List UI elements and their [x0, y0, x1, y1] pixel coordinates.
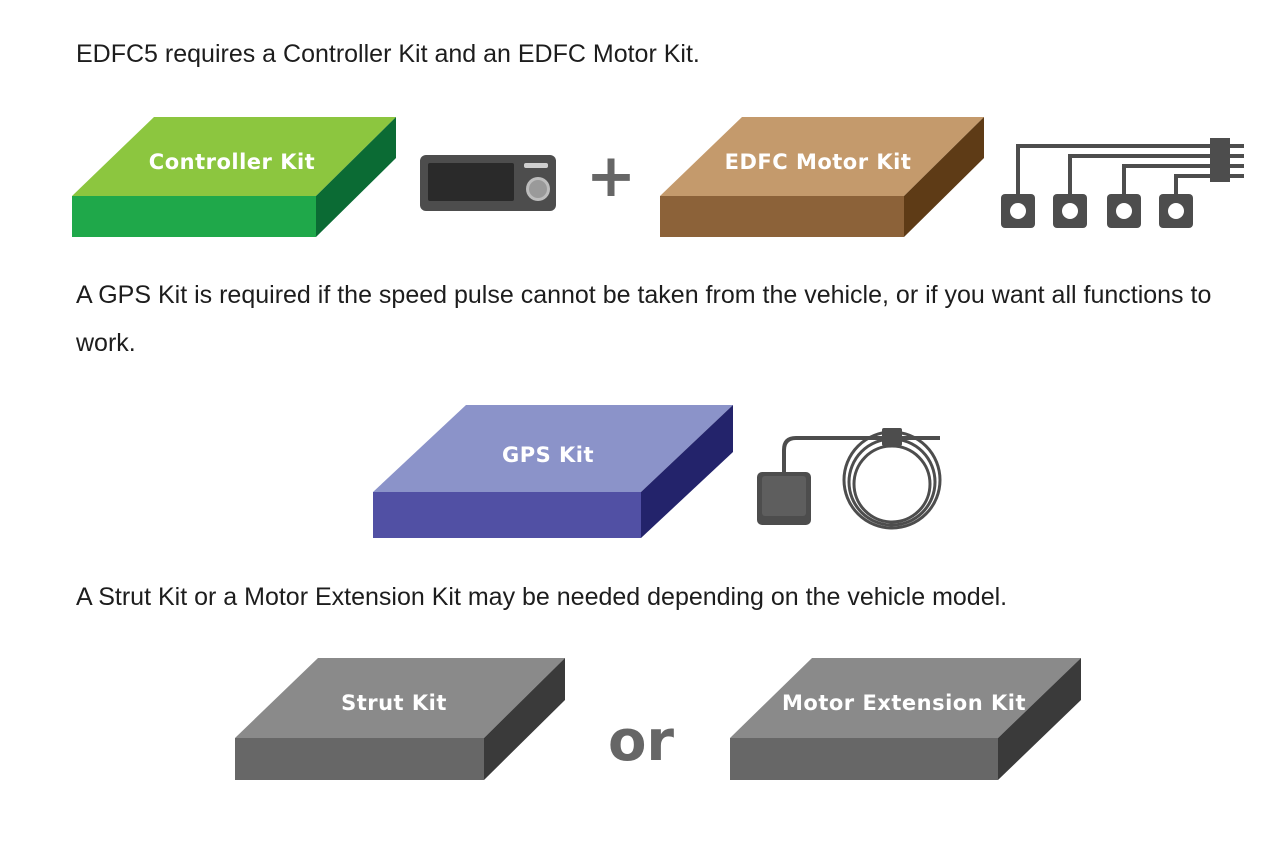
- strut-kit-label: Strut Kit: [341, 691, 447, 715]
- intro-text: EDFC5 requires a Controller Kit and an E…: [76, 40, 700, 68]
- motor-harness-icon: [1016, 144, 1244, 196]
- motor-extension-kit-label: Motor Extension Kit: [782, 691, 1026, 715]
- controller-kit-block: Controller Kit: [72, 117, 396, 237]
- gps-antenna-icon: [757, 428, 942, 530]
- or-word: or: [608, 709, 674, 774]
- gps-requirement-text: A GPS Kit is required if the speed pulse…: [76, 281, 1212, 357]
- harness-connector: [1210, 138, 1230, 182]
- strut-requirement-text: A Strut Kit or a Motor Extension Kit may…: [76, 583, 1008, 611]
- controller-unit-icon: [420, 155, 556, 211]
- edfc-motor-kit-block: EDFC Motor Kit: [660, 117, 984, 237]
- gps-kit-label: GPS Kit: [502, 443, 594, 467]
- motor-extension-kit-block: Motor Extension Kit: [730, 658, 1081, 780]
- strut-kit-block: Strut Kit: [235, 658, 565, 780]
- motor-units: [1001, 194, 1193, 228]
- controller-kit-label: Controller Kit: [149, 150, 315, 174]
- plus-sign: +: [586, 141, 636, 211]
- gps-kit-block: GPS Kit: [373, 405, 733, 538]
- edfc-motor-kit-label: EDFC Motor Kit: [725, 150, 912, 174]
